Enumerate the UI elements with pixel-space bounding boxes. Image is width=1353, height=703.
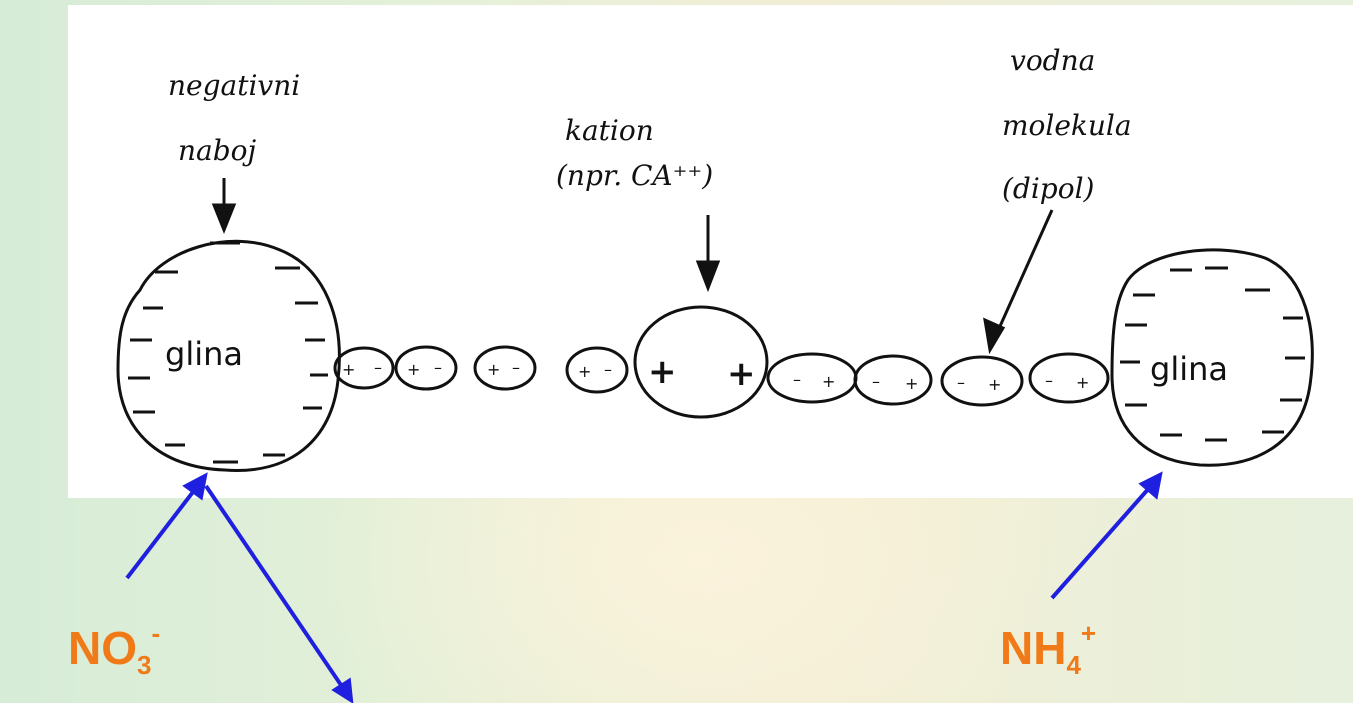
svg-text:+: + xyxy=(407,360,420,379)
negative-signs-left xyxy=(128,241,328,464)
svg-text:+: + xyxy=(988,375,1001,394)
pointer-cation xyxy=(695,215,721,293)
water-dipole xyxy=(1028,352,1110,404)
water-dipole xyxy=(473,345,537,391)
water-dipole xyxy=(394,345,458,391)
svg-text:–: – xyxy=(957,373,965,392)
svg-text:+: + xyxy=(342,360,355,379)
water-dipole xyxy=(333,346,395,390)
label-cation-line2: (npr. CA⁺⁺) xyxy=(556,159,713,192)
svg-text:–: – xyxy=(793,370,801,389)
blue-arrow-to-left-clay xyxy=(125,472,208,580)
negative-signs-right xyxy=(1120,266,1305,442)
water-dipole xyxy=(940,355,1024,407)
label-water-line3: (dipol) xyxy=(1002,172,1094,205)
svg-text:+: + xyxy=(1076,373,1089,392)
label-water-line1: vodna xyxy=(1010,44,1095,77)
label-cation-line1: kation xyxy=(565,114,654,147)
svg-text:+: + xyxy=(822,372,835,391)
svg-text:+: + xyxy=(578,362,591,381)
blue-arrow-from-left-clay xyxy=(204,484,354,703)
svg-text:–: – xyxy=(1045,371,1053,390)
water-dipole xyxy=(565,346,629,394)
label-water-line2: molekula xyxy=(1002,109,1132,142)
water-dipole xyxy=(766,352,858,404)
nitrate-ion-label: NO3- xyxy=(68,618,161,680)
svg-text:–: – xyxy=(374,358,382,377)
clay-label-right: glina xyxy=(1150,350,1228,388)
cation-charges: + + xyxy=(648,352,756,394)
pointer-water-molecule xyxy=(983,209,1054,355)
svg-text:–: – xyxy=(872,372,880,391)
dipole-charges-right: – + – + – + – + xyxy=(793,370,1089,394)
pointer-negative-charge xyxy=(211,178,237,235)
svg-text:+: + xyxy=(905,374,918,393)
cation-particle xyxy=(633,305,769,419)
svg-text:–: – xyxy=(604,360,612,379)
svg-text:–: – xyxy=(434,358,442,377)
label-negative-charge-line1: negativni xyxy=(168,69,300,102)
svg-text:+: + xyxy=(727,354,756,394)
dipole-charges-left: +– +– +– +– xyxy=(342,358,612,381)
water-dipole-chain-left xyxy=(333,345,629,394)
water-dipole-chain-right xyxy=(766,352,1110,407)
water-dipole xyxy=(853,354,933,406)
svg-text:–: – xyxy=(512,358,520,377)
svg-text:+: + xyxy=(487,360,500,379)
clay-particle-right xyxy=(1110,248,1314,467)
svg-text:+: + xyxy=(648,352,677,392)
label-negative-charge-line2: naboj xyxy=(178,134,257,167)
clay-particle-left xyxy=(116,239,341,472)
ammonium-ion-label: NH4+ xyxy=(1000,618,1097,680)
blue-arrow-to-right-clay xyxy=(1050,471,1163,600)
clay-label-left: glina xyxy=(165,335,243,373)
